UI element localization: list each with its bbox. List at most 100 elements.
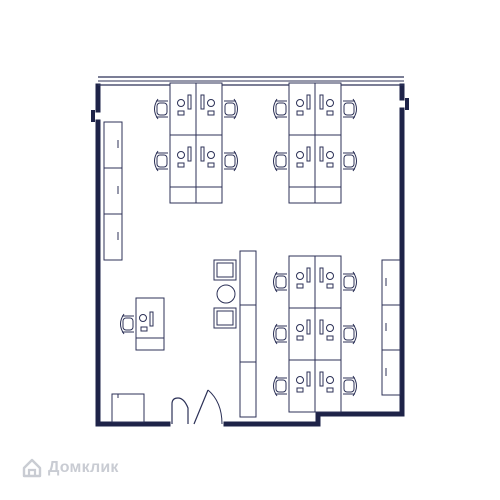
desk-left bbox=[288, 134, 316, 188]
office-chair bbox=[273, 98, 287, 120]
chair-seat bbox=[343, 102, 355, 116]
house-logo-icon bbox=[22, 458, 42, 478]
keyboard-icon bbox=[207, 162, 215, 168]
desk-right bbox=[314, 359, 342, 413]
monitor-icon bbox=[319, 319, 324, 335]
wall-cabinet bbox=[103, 167, 123, 215]
desk-right bbox=[314, 134, 342, 188]
watermark-text: Домклик bbox=[48, 459, 119, 476]
monitor-icon bbox=[149, 311, 154, 327]
office-chair bbox=[273, 271, 287, 293]
windows bbox=[91, 76, 409, 122]
entrance-door bbox=[171, 389, 223, 425]
office-chair bbox=[154, 98, 168, 120]
monitor-icon bbox=[306, 267, 311, 283]
phone-icon bbox=[326, 324, 334, 332]
walls bbox=[95, 83, 405, 427]
keyboard-icon bbox=[296, 335, 304, 341]
keyboard-icon bbox=[296, 162, 304, 168]
chair-seat bbox=[275, 275, 287, 289]
office-chair bbox=[224, 98, 238, 120]
desk-pair bbox=[169, 82, 223, 136]
office-chair bbox=[120, 313, 134, 335]
monitor-icon bbox=[306, 94, 311, 110]
desk-pair bbox=[288, 255, 342, 309]
monitor-icon bbox=[306, 371, 311, 387]
chair-seat bbox=[224, 154, 236, 168]
wall-right bbox=[223, 83, 405, 427]
chair-seat bbox=[122, 317, 134, 331]
desk-left bbox=[169, 82, 197, 136]
office-chair bbox=[273, 150, 287, 172]
keyboard-icon bbox=[326, 283, 334, 289]
door-frame bbox=[171, 397, 189, 424]
keyboard-icon bbox=[177, 110, 185, 116]
keyboard-icon bbox=[177, 162, 185, 168]
chair-seat bbox=[156, 102, 168, 116]
desk-left bbox=[288, 307, 316, 361]
monitor-icon bbox=[187, 94, 192, 110]
desk-right bbox=[195, 82, 223, 136]
phone-icon bbox=[296, 376, 304, 384]
furniture bbox=[103, 82, 401, 423]
desk-left bbox=[288, 82, 316, 136]
office-chair bbox=[343, 323, 357, 345]
desk-right bbox=[195, 134, 223, 188]
desk-left bbox=[288, 359, 316, 413]
phone-icon bbox=[326, 376, 334, 384]
wall-cabinet bbox=[103, 121, 123, 169]
keyboard-icon bbox=[140, 326, 148, 332]
phone-icon bbox=[139, 314, 147, 322]
office-chair bbox=[343, 98, 357, 120]
wall-cabinet bbox=[103, 213, 123, 261]
wall-cabinet bbox=[381, 304, 401, 351]
office-chair bbox=[343, 150, 357, 172]
armchair-seat bbox=[216, 262, 234, 278]
chair-seat bbox=[343, 379, 355, 393]
monitor-icon bbox=[306, 319, 311, 335]
desk-pair bbox=[288, 359, 342, 413]
chair-seat bbox=[275, 379, 287, 393]
phone-icon bbox=[326, 272, 334, 280]
office-chair bbox=[273, 375, 287, 397]
door-swing bbox=[207, 389, 223, 425]
monitor-icon bbox=[200, 146, 205, 162]
keyboard-icon bbox=[326, 387, 334, 393]
desk-pair bbox=[288, 134, 342, 188]
office-chair bbox=[154, 150, 168, 172]
phone-icon bbox=[296, 99, 304, 107]
office-chair bbox=[343, 375, 357, 397]
phone-icon bbox=[207, 151, 215, 159]
desk-pair bbox=[288, 307, 342, 361]
coffee-table bbox=[216, 284, 236, 304]
chair-seat bbox=[156, 154, 168, 168]
single-desk bbox=[135, 297, 165, 351]
monitor-icon bbox=[319, 94, 324, 110]
low-cabinet bbox=[111, 393, 145, 423]
keyboard-icon bbox=[207, 110, 215, 116]
phone-icon bbox=[177, 151, 185, 159]
wall-cabinet bbox=[381, 349, 401, 396]
phone-icon bbox=[296, 272, 304, 280]
phone-icon bbox=[207, 99, 215, 107]
office-chair bbox=[273, 323, 287, 345]
phone-icon bbox=[326, 99, 334, 107]
keyboard-icon bbox=[296, 110, 304, 116]
monitor-icon bbox=[187, 146, 192, 162]
office-chair bbox=[343, 271, 357, 293]
keyboard-icon bbox=[326, 110, 334, 116]
chair-seat bbox=[343, 154, 355, 168]
chair-seat bbox=[343, 275, 355, 289]
chair-seat bbox=[275, 327, 287, 341]
desk-pair bbox=[169, 134, 223, 188]
wall-left bbox=[95, 83, 171, 427]
keyboard-icon bbox=[296, 387, 304, 393]
phone-icon bbox=[326, 151, 334, 159]
chair-seat bbox=[224, 102, 236, 116]
armchair-seat bbox=[216, 310, 234, 326]
monitor-icon bbox=[319, 267, 324, 283]
chair-seat bbox=[275, 154, 287, 168]
monitor-icon bbox=[319, 371, 324, 387]
chair-seat bbox=[343, 327, 355, 341]
